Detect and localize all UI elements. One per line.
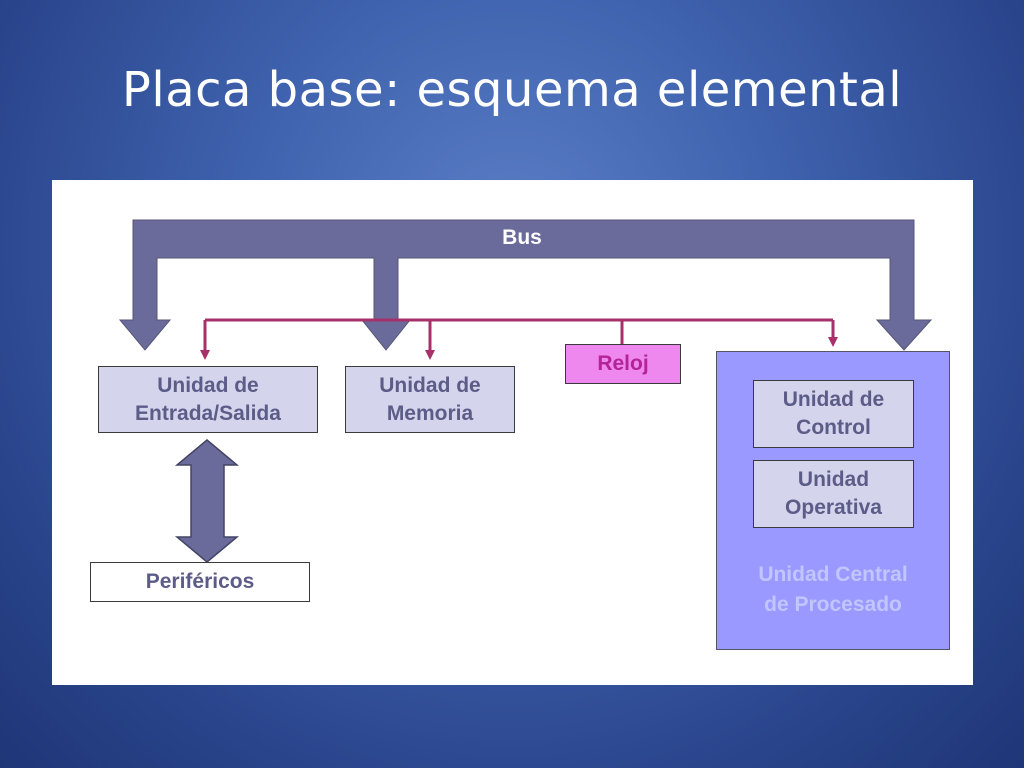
clock-box: Reloj xyxy=(565,344,681,384)
slide-title: Placa base: esquema elemental xyxy=(121,62,903,118)
peripherals-box: Periféricos xyxy=(90,562,310,602)
control-unit-box: Unidad de Control xyxy=(753,380,914,448)
operative-unit-box: Unidad Operativa xyxy=(753,460,914,528)
io-unit-box: Unidad de Entrada/Salida xyxy=(98,366,318,433)
cpu-label: Unidad Central de Procesado xyxy=(758,563,908,616)
io-peripherals-double-arrow xyxy=(174,439,240,563)
memory-unit-box: Unidad de Memoria xyxy=(345,366,515,433)
clock-signal-lines xyxy=(200,318,838,360)
diagram-connections xyxy=(118,219,933,563)
diagram-panel: Bus Unidad de Entrada/Salida Unidad de M… xyxy=(52,180,973,685)
bus-label: Bus xyxy=(502,226,542,249)
bus-arrow xyxy=(118,219,933,351)
